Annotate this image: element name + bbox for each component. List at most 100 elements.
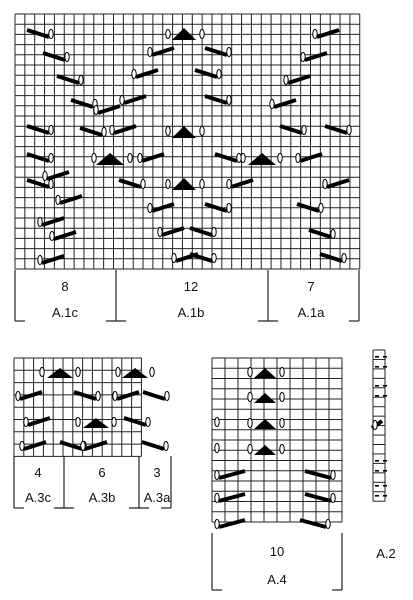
triangle-decrease-icon xyxy=(254,419,276,429)
yarn-over-icon xyxy=(214,469,220,481)
decrease-stroke-icon xyxy=(304,469,332,480)
yarn-over-icon xyxy=(80,440,86,452)
triangle-decrease-icon xyxy=(122,368,148,378)
yarn-over-icon xyxy=(48,178,54,190)
decrease-stroke-icon xyxy=(141,440,165,451)
purl-dash-icon xyxy=(375,395,379,397)
yarn-over-icon xyxy=(372,419,378,431)
decrease-stroke-icon xyxy=(218,492,246,503)
purl-dash-icon xyxy=(375,385,379,387)
yarn-over-icon xyxy=(101,126,107,138)
decrease-stroke-icon xyxy=(59,194,83,205)
decrease-stroke-icon xyxy=(287,74,311,85)
yarn-over-icon xyxy=(214,518,220,530)
a3c-stitch-count: 4 xyxy=(34,465,41,480)
yarn-over-icon xyxy=(140,178,146,190)
decrease-stroke-icon xyxy=(218,518,246,529)
yarn-over-icon xyxy=(49,230,55,242)
yarn-over-icon xyxy=(330,469,336,481)
yarn-over-icon xyxy=(165,178,171,190)
a3b-name: A.3b xyxy=(89,490,116,505)
decrease-stroke-icon xyxy=(204,94,228,105)
yarn-over-icon xyxy=(277,152,283,164)
decrease-stroke-icon xyxy=(53,230,77,241)
decrease-stroke-icon xyxy=(214,152,238,163)
triangle-decrease-icon xyxy=(254,393,276,403)
decrease-stroke-icon xyxy=(218,469,246,480)
chart-a1-grid xyxy=(14,13,361,270)
yarn-over-icon xyxy=(157,226,163,238)
yarn-over-icon xyxy=(127,152,133,164)
yarn-over-icon xyxy=(318,202,324,214)
yarn-over-icon xyxy=(330,492,336,504)
yarn-over-icon xyxy=(95,390,101,402)
purl-dash-icon xyxy=(383,470,387,472)
yarn-over-icon xyxy=(48,124,54,136)
decrease-stroke-icon xyxy=(26,152,50,163)
yarn-over-icon xyxy=(211,252,217,264)
yarn-over-icon xyxy=(226,46,232,58)
decrease-stroke-icon xyxy=(19,390,43,401)
yarn-over-icon xyxy=(111,416,117,428)
yarn-over-icon xyxy=(64,51,70,63)
yarn-over-icon xyxy=(247,417,253,429)
yarn-over-icon xyxy=(171,252,177,264)
yarn-over-icon xyxy=(149,366,155,378)
yarn-over-icon xyxy=(119,94,125,106)
yarn-over-icon xyxy=(226,94,232,106)
decrease-stroke-icon xyxy=(324,124,348,135)
decrease-stroke-icon xyxy=(151,202,175,213)
yarn-over-icon xyxy=(226,178,232,190)
decrease-stroke-icon xyxy=(41,216,65,227)
triangle-decrease-icon xyxy=(47,368,73,378)
yarn-over-icon xyxy=(283,74,289,86)
triangle-decrease-icon xyxy=(172,178,196,190)
decrease-stroke-icon xyxy=(319,252,343,263)
yarn-over-icon xyxy=(93,104,99,116)
a1a-stitch-count: 7 xyxy=(307,279,314,294)
decrease-stroke-icon xyxy=(59,440,83,451)
decrease-stroke-icon xyxy=(194,68,218,79)
yarn-over-icon xyxy=(211,226,217,238)
triangle-decrease-icon xyxy=(172,126,196,138)
yarn-over-icon xyxy=(199,125,205,137)
a1a-name: A.1a xyxy=(298,305,326,320)
triangle-decrease-icon xyxy=(96,153,124,165)
yarn-over-icon xyxy=(131,68,137,80)
yarn-over-icon xyxy=(279,391,285,403)
decrease-stroke-icon xyxy=(204,202,228,213)
a1b-name: A.1b xyxy=(178,305,205,320)
purl-dash-icon xyxy=(375,470,379,472)
decrease-stroke-icon xyxy=(79,126,103,137)
yarn-over-icon xyxy=(19,440,25,452)
yarn-over-icon xyxy=(115,366,121,378)
yarn-over-icon xyxy=(341,252,347,264)
a3a-name: A.3a xyxy=(144,490,172,505)
a4-stitch-count: 10 xyxy=(270,544,284,559)
yarn-over-icon xyxy=(330,228,336,240)
chart-a1-bracket xyxy=(14,270,360,322)
yarn-over-icon xyxy=(39,366,45,378)
decrease-stroke-icon xyxy=(116,390,140,401)
purl-dash-icon xyxy=(383,395,387,397)
yarn-over-icon xyxy=(214,492,220,504)
yarn-over-icon xyxy=(163,440,169,452)
decrease-stroke-icon xyxy=(23,440,47,451)
purl-dash-icon xyxy=(383,356,387,358)
yarn-over-icon xyxy=(199,28,205,40)
yarn-over-icon xyxy=(165,125,171,137)
decrease-stroke-icon xyxy=(189,226,213,237)
decrease-stroke-icon xyxy=(42,51,66,62)
decrease-stroke-icon xyxy=(304,492,332,503)
yarn-over-icon xyxy=(322,178,328,190)
triangle-decrease-icon xyxy=(254,445,276,455)
yarn-over-icon xyxy=(147,46,153,58)
a3b-stitch-count: 6 xyxy=(98,465,105,480)
decrease-stroke-icon xyxy=(97,104,121,115)
decrease-stroke-icon xyxy=(26,178,50,189)
decrease-stroke-icon xyxy=(26,28,50,39)
yarn-over-icon xyxy=(15,390,21,402)
decrease-stroke-icon xyxy=(189,252,213,263)
decrease-stroke-icon xyxy=(135,68,159,79)
decrease-stroke-icon xyxy=(161,226,185,237)
